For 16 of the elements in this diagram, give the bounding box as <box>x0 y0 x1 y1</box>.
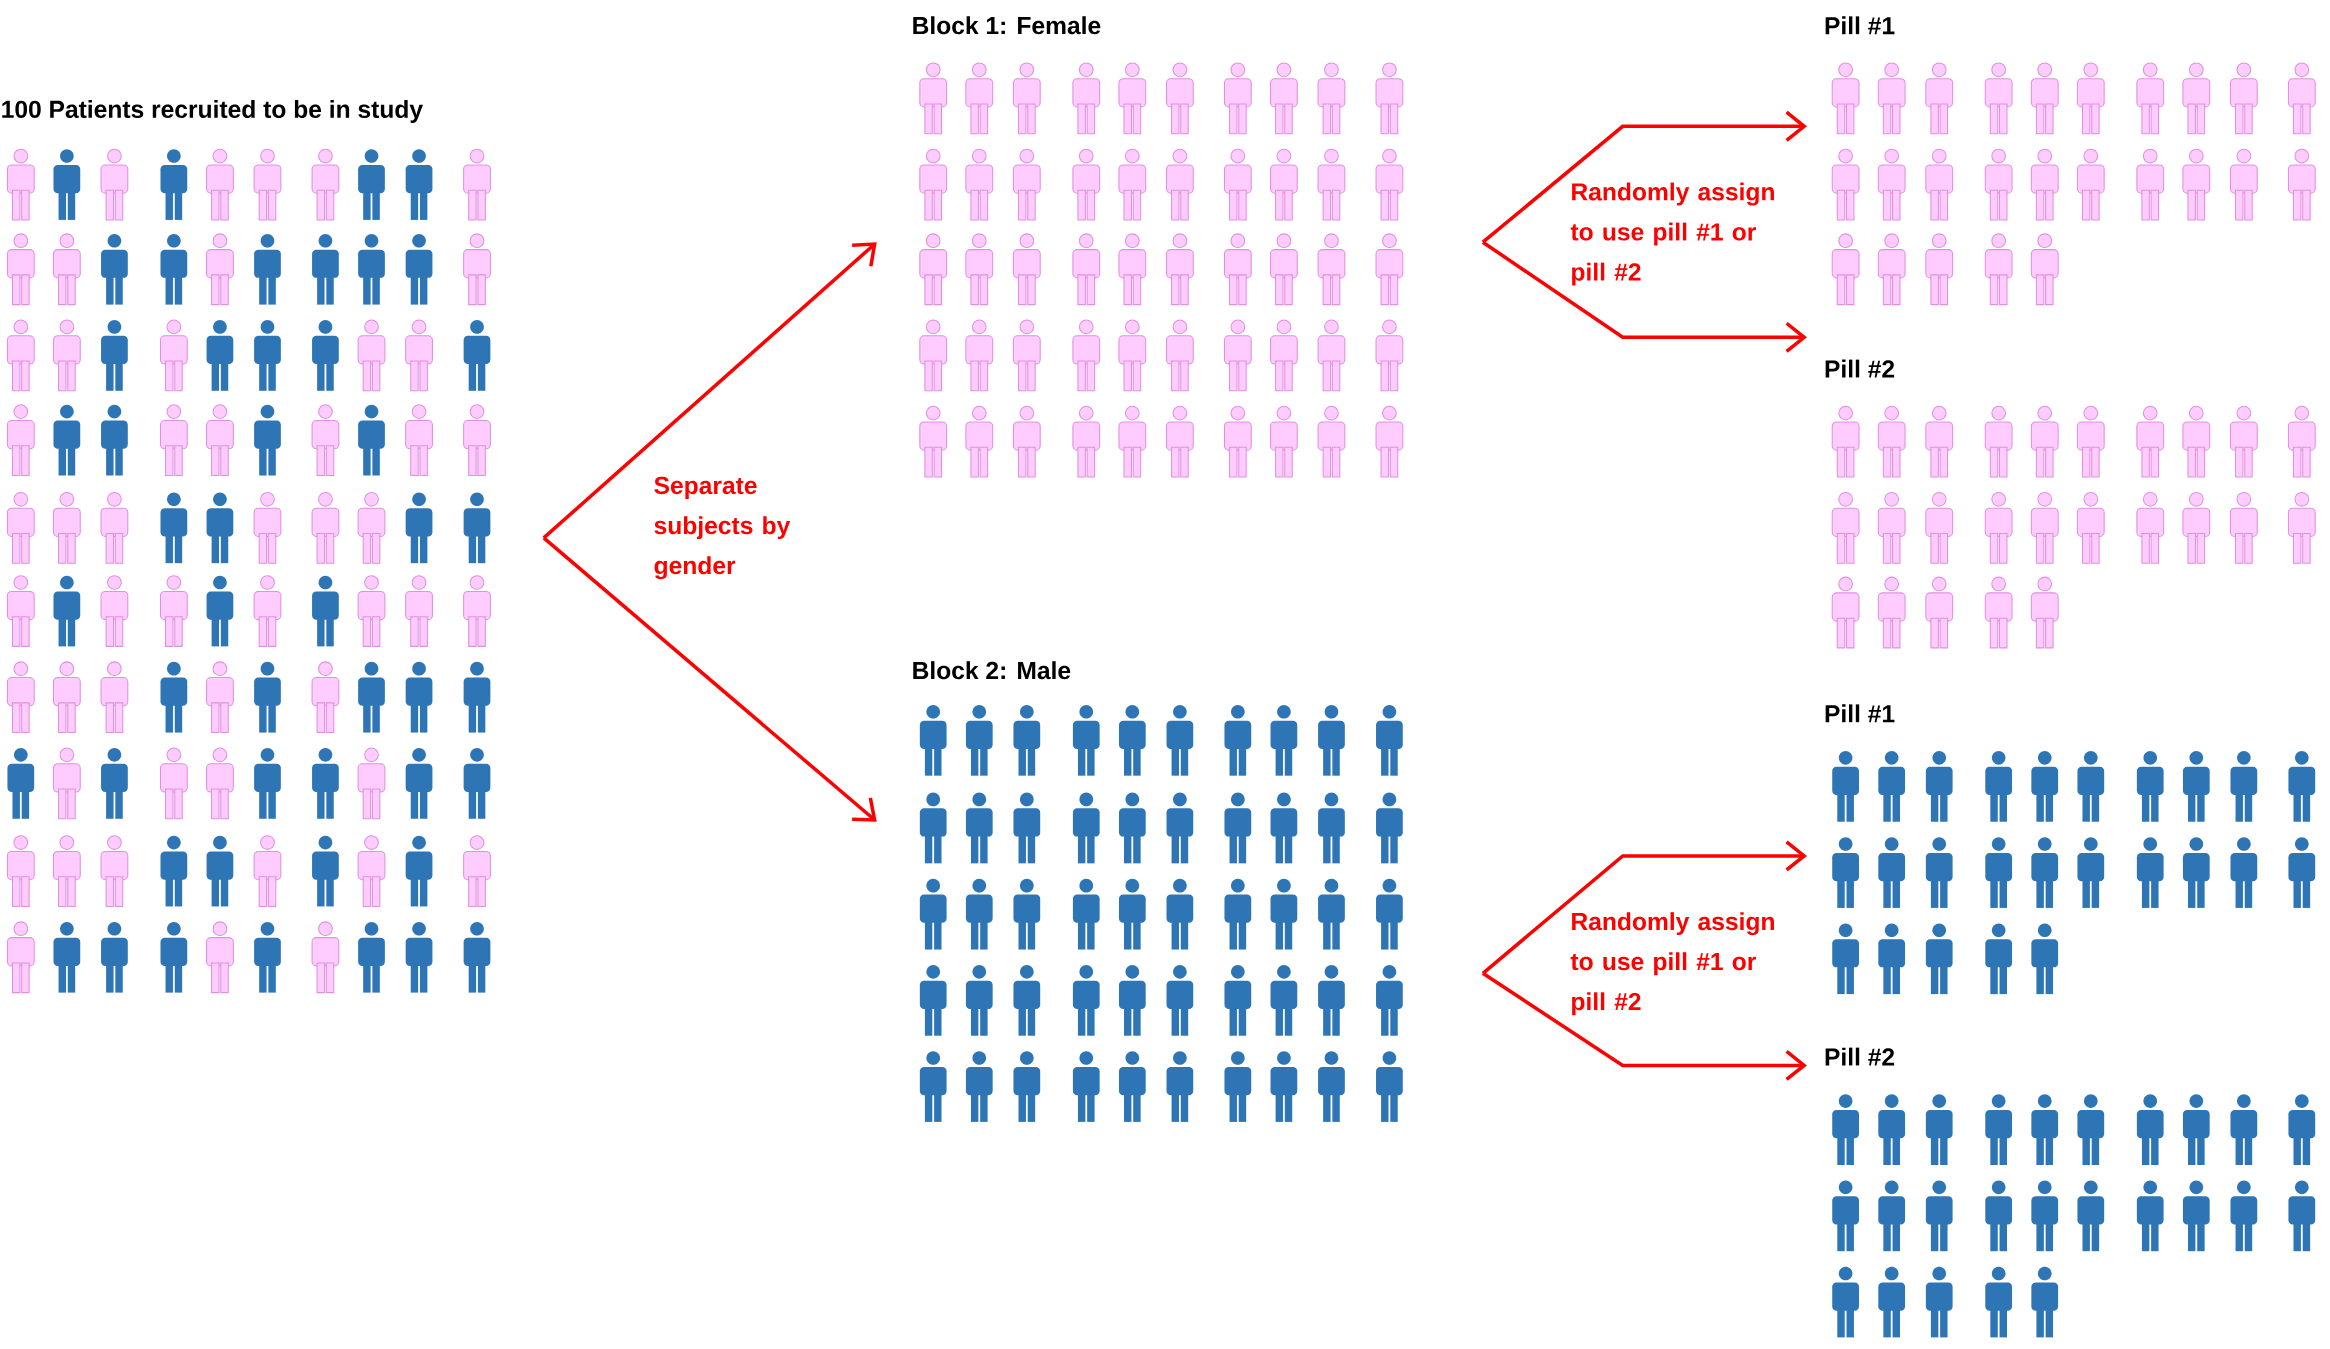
heading: Block 2: Male <box>913 661 1071 680</box>
arrow <box>1481 240 1807 353</box>
edge-label: Randomly assign to use pill #1 or pill #2 <box>1566 908 1794 1019</box>
heading: Pill #2 <box>1825 1047 1895 1066</box>
heading: Pill #1 <box>1825 704 1895 723</box>
edge-label: Randomly assign to use pill #1 or pill #2 <box>1566 178 1794 289</box>
arrow <box>542 536 877 822</box>
heading: Pill #1 <box>1825 16 1895 35</box>
arrow <box>1481 110 1807 244</box>
heading: 100 Patients recruited to be in study <box>2 99 423 123</box>
edge-label: Separate subjects by gender <box>650 473 824 583</box>
arrow <box>542 242 877 540</box>
heading: Pill #2 <box>1825 359 1895 378</box>
arrow <box>1481 840 1807 975</box>
heading: Block 1: Female <box>913 16 1101 35</box>
arrow <box>1481 971 1807 1081</box>
